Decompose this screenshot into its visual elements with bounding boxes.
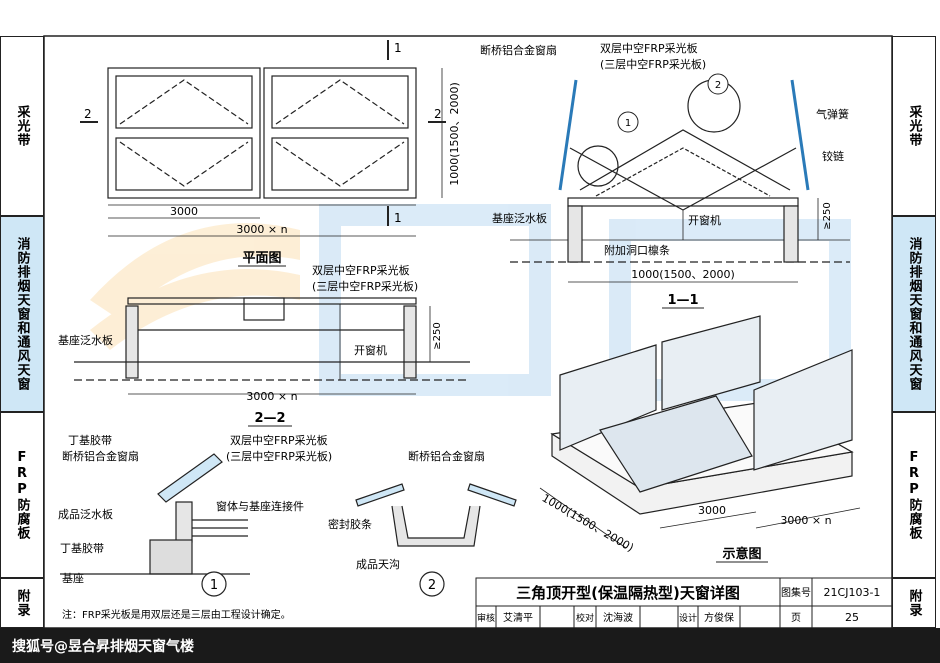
source-watermark: 搜狐号@昱合昇排烟天窗气楼 (0, 628, 940, 663)
page-number: 25 (845, 611, 859, 624)
designer-name: 方俊保 (704, 611, 734, 624)
d1-label-connector: 窗体与基座连接件 (216, 499, 304, 513)
detail-2 (355, 483, 517, 547)
d1-label-flashing: 成品泛水板 (58, 507, 113, 521)
plan-section-2-right: 2 (434, 107, 442, 121)
s22-dim-250: ≥250 (432, 322, 443, 349)
s11-label-spring: 气弹簧 (816, 107, 849, 121)
s11-dim-250: ≥250 (822, 202, 833, 229)
page-label: 页 (791, 612, 801, 624)
check-label: 校对 (576, 612, 594, 624)
section-1-1 (510, 79, 850, 283)
detail-2-marker (419, 571, 445, 597)
d2-label-seal: 密封胶条 (328, 517, 372, 531)
d1-label-butyl-bottom: 丁基胶带 (60, 541, 104, 555)
review-label: 审核 (477, 612, 495, 624)
callout-1-number: 1 (625, 118, 631, 129)
s11-label-frp1: 双层中空FRP采光板 (600, 41, 698, 55)
plan-view (80, 40, 446, 237)
side-tab-smoke-vent[interactable]: 消防排烟天窗和通风天窗 (0, 216, 44, 412)
section-2-2 (74, 297, 470, 395)
detail-1-number: 1 (210, 578, 218, 593)
plan-section-2-left: 2 (84, 107, 92, 121)
plan-section-1-top: 1 (394, 41, 402, 55)
section-1-1-title: 1—1 (667, 293, 698, 308)
iso-dim-3000: 3000 (698, 504, 726, 517)
s22-label-base: 基座泛水板 (58, 333, 113, 347)
s11-label-frame: 断桥铝合金窗扇 (480, 43, 557, 57)
detail-2-number: 2 (428, 578, 436, 593)
s11-label-frp2: (三层中空FRP采光板) (600, 57, 706, 71)
s11-label-opener: 开窗机 (688, 213, 721, 227)
d2-label-gutter: 成品天沟 (356, 558, 400, 571)
s11-label-base: 基座泛水板 (492, 211, 547, 225)
side-tab-smoke-vent-right[interactable]: 消防排烟天窗和通风天窗 (892, 216, 936, 412)
detail-1-marker (201, 571, 227, 597)
atlas-label: 图集号 (781, 586, 811, 599)
isometric-view (539, 315, 861, 549)
d1-label-frame: 断桥铝合金窗扇 (62, 449, 139, 463)
checker-name: 沈海波 (603, 611, 633, 624)
design-label: 设计 (679, 612, 697, 624)
callout-2-number: 2 (715, 80, 721, 91)
callout-1-marker (617, 111, 639, 133)
s22-label-opener: 开窗机 (354, 343, 387, 357)
plan-dim-3000n: 3000 × n (236, 223, 287, 236)
drawing-note: 注：FRP采光板是用双层还是三层由工程设计确定。 (62, 608, 291, 621)
d1-label-base: 基座 (62, 571, 84, 585)
callout-2-marker (707, 73, 729, 95)
plan-section-1-bottom: 1 (394, 211, 402, 225)
s11-label-purlin: 附加洞口檩条 (604, 243, 670, 257)
d1-label-butyl-top: 丁基胶带 (68, 433, 112, 447)
s22-label-frp2: (三层中空FRP采光板) (312, 279, 418, 293)
d2-label-frame: 断桥铝合金窗扇 (408, 449, 485, 463)
plan-title: 平面图 (242, 251, 281, 266)
plan-dim-vertical: 1000(1500、2000) (448, 82, 461, 186)
atlas-number: 21CJ103-1 (824, 586, 881, 599)
s11-dim-width: 1000(1500、2000) (631, 268, 735, 281)
section-2-2-title: 2—2 (254, 411, 285, 426)
s22-label-frp1: 双层中空FRP采光板 (312, 263, 410, 277)
s22-dim-3000n: 3000 × n (246, 390, 297, 403)
d1-label-frp2: (三层中空FRP采光板) (226, 449, 332, 463)
detail-1 (60, 453, 250, 575)
iso-title: 示意图 (722, 546, 761, 562)
reviewer-name: 艾清平 (503, 611, 533, 624)
s11-label-hinge: 铰链 (822, 149, 844, 163)
d1-label-frp1: 双层中空FRP采光板 (230, 433, 328, 447)
plan-dim-3000: 3000 (170, 205, 198, 218)
drawing-title: 三角顶开型(保温隔热型)天窗详图 (516, 584, 740, 602)
iso-dim-3000n: 3000 × n (780, 514, 831, 527)
